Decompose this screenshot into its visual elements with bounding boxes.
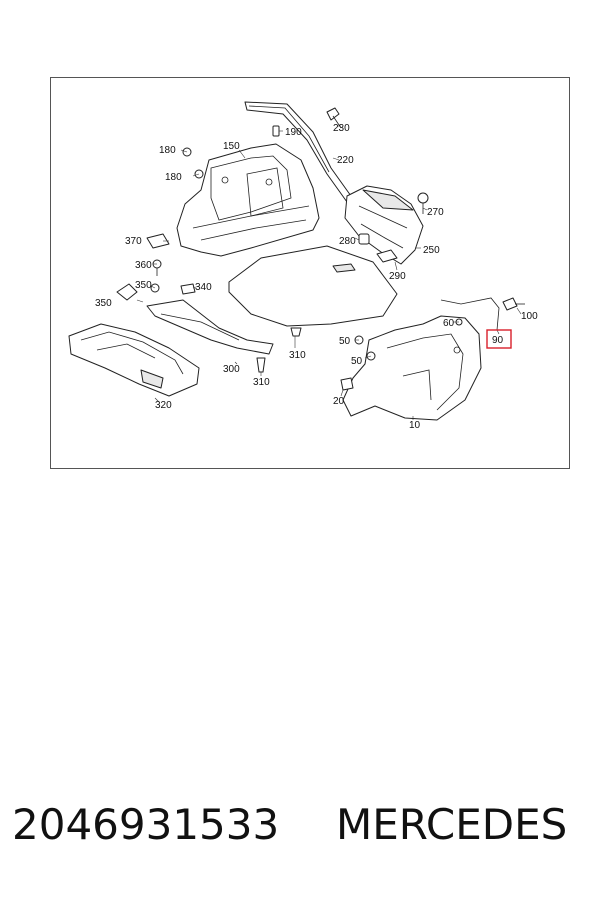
parts-diagram: 190 230 180 150 220 180 270 370 280 250 … <box>50 77 570 469</box>
part-290-pad <box>376 249 398 263</box>
part-340-clip <box>180 283 196 295</box>
label-100: 100 <box>521 311 538 322</box>
label-310-bottom: 310 <box>253 377 270 388</box>
part-190-clip <box>272 125 280 137</box>
part-100-push-pin <box>502 297 525 311</box>
label-350-bottom: 350 <box>95 298 112 309</box>
label-180-bottom: 180 <box>165 172 182 183</box>
part-320-spare-tray <box>68 323 200 397</box>
product-caption: 2046931533 MERCEDES <box>12 800 592 860</box>
label-50-top: 50 <box>339 336 351 347</box>
part-250-rear-sill-panel <box>344 185 424 265</box>
label-270: 270 <box>427 207 444 218</box>
label-340: 340 <box>195 282 212 293</box>
part-270-push-pin <box>417 192 429 214</box>
label-310-top: 310 <box>289 350 306 361</box>
label-280: 280 <box>339 236 356 247</box>
label-50-bottom: 50 <box>351 356 363 367</box>
part-10-right-side-panel <box>342 315 482 421</box>
part-360-bolt <box>152 259 162 276</box>
label-190: 190 <box>285 127 302 138</box>
label-60: 60 <box>443 318 455 329</box>
exploded-view-drawing: 190 230 180 150 220 180 270 370 280 250 … <box>68 101 538 431</box>
label-370: 370 <box>125 236 142 247</box>
part-150-left-side-panel <box>176 143 320 257</box>
label-90: 90 <box>492 335 504 346</box>
label-10: 10 <box>409 420 421 431</box>
brand-name: MERCEDES <box>336 800 568 849</box>
part-300-threshold-trim <box>146 299 274 355</box>
label-350-top: 350 <box>135 280 152 291</box>
part-350-hooks <box>116 283 160 301</box>
label-360: 360 <box>135 260 152 271</box>
part-90-strap <box>440 297 500 331</box>
label-230: 230 <box>333 123 350 134</box>
part-number: 2046931533 <box>12 800 280 849</box>
part-280-bumper-stop <box>358 233 370 245</box>
highlight-box-90 <box>486 329 512 349</box>
label-290: 290 <box>389 271 406 282</box>
label-320: 320 <box>155 400 172 411</box>
leader-lines <box>136 125 522 420</box>
part-180-clips <box>182 147 204 179</box>
part-20-clip <box>340 377 354 391</box>
callout-labels: 190 230 180 150 220 180 270 370 280 250 … <box>95 123 538 431</box>
part-310-pins <box>256 327 302 373</box>
label-150: 150 <box>223 141 240 152</box>
part-floor-mat <box>228 245 398 327</box>
label-220: 220 <box>337 155 354 166</box>
label-250: 250 <box>423 245 440 256</box>
label-180-top: 180 <box>159 145 176 156</box>
label-300: 300 <box>223 364 240 375</box>
part-370-holder <box>146 233 170 249</box>
label-20: 20 <box>333 396 345 407</box>
